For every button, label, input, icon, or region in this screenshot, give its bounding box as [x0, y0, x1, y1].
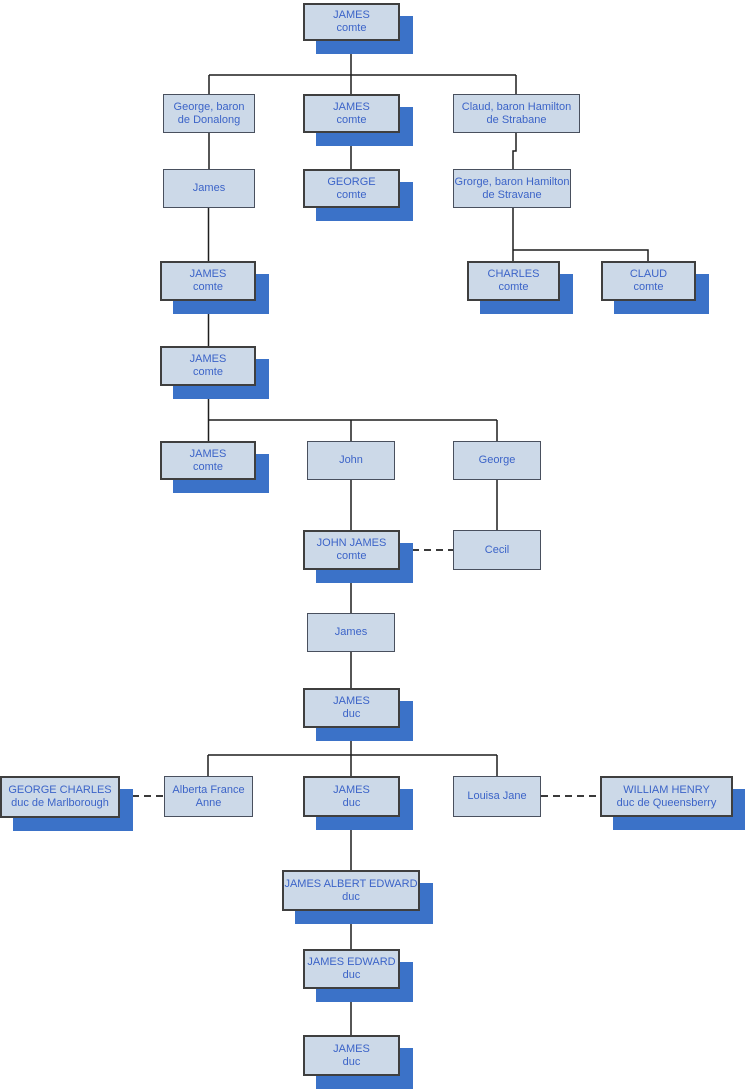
person-name: JAMES ALBERT EDWARD: [284, 877, 418, 890]
person-node-james-1[interactable]: James: [163, 169, 255, 208]
person-title: duc: [342, 890, 360, 903]
person-title: duc: [342, 796, 361, 809]
person-node-james-comte-3[interactable]: JAMES comte: [160, 261, 256, 301]
person-name: CLAUD: [629, 268, 668, 280]
person-node-alberta-france-anne[interactable]: Alberta France Anne: [164, 776, 253, 817]
person-node-james-2[interactable]: James: [307, 613, 395, 652]
person-title: de Donalong: [177, 113, 241, 126]
person-name: JOHN JAMES: [316, 537, 387, 549]
person-node-george-baron-donalong[interactable]: George, baron de Donalong: [163, 94, 255, 133]
person-name: CHARLES: [487, 268, 540, 280]
person-name: JAMES: [189, 447, 227, 460]
person-title: duc: [342, 1055, 361, 1068]
person-node-james-albert-edward-duc[interactable]: JAMES ALBERT EDWARD duc: [282, 870, 420, 911]
person-title: Anne: [195, 796, 222, 809]
person-name: Cecil: [484, 543, 510, 556]
person-name: JAMES EDWARD: [307, 956, 396, 968]
connector-line: [207, 301, 498, 441]
person-title: comte: [193, 281, 223, 293]
person-name: JAMES: [333, 783, 370, 796]
person-node-james-duc-1[interactable]: JAMES duc: [303, 688, 400, 728]
person-node-john[interactable]: John: [307, 441, 395, 480]
person-node-james-duc-2[interactable]: JAMES duc: [303, 776, 400, 817]
person-node-louisa-jane[interactable]: Louisa Jane: [453, 776, 541, 817]
person-name: Claud, baron Hamilton: [461, 100, 572, 113]
person-name: JAMES: [333, 695, 370, 707]
person-name: Grorge, baron Hamilton: [454, 175, 570, 188]
person-node-james-edward-duc[interactable]: JAMES EDWARD duc: [303, 949, 400, 989]
person-node-james-comte-4[interactable]: JAMES comte: [160, 346, 256, 386]
person-name: JAMES: [333, 1042, 370, 1055]
person-name: James: [192, 182, 226, 194]
person-node-cecil[interactable]: Cecil: [453, 530, 541, 570]
person-title: comte: [336, 113, 367, 126]
person-name: GEORGE: [327, 175, 376, 188]
connector-line: [350, 480, 498, 688]
person-node-grorge-baron-stravane[interactable]: Grorge, baron Hamilton de Stravane: [453, 169, 571, 208]
person-node-claud-comte[interactable]: CLAUD comte: [601, 261, 696, 301]
person-name: JAMES: [333, 9, 370, 21]
person-node-george-charles-marlborough[interactable]: GEORGE CHARLES duc de Marlborough: [0, 776, 120, 818]
person-title: de Stravane: [482, 188, 542, 201]
person-node-james-comte-2[interactable]: JAMES comte: [303, 94, 400, 133]
person-name: James: [334, 626, 368, 638]
connector-line: [208, 41, 517, 94]
person-node-john-james-comte[interactable]: JOHN JAMES comte: [303, 530, 400, 570]
person-node-william-henry-queensberry[interactable]: WILLIAM HENRY duc de Queensberry: [600, 776, 733, 817]
person-name: WILLIAM HENRY: [623, 783, 710, 796]
person-node-james-comte-5[interactable]: JAMES comte: [160, 441, 256, 480]
person-title: duc: [342, 708, 361, 720]
person-name: George: [478, 454, 516, 466]
person-name: JAMES: [189, 353, 227, 365]
person-title: duc de Queensberry: [616, 796, 717, 809]
person-title: comte: [633, 281, 664, 293]
connector-line: [208, 133, 517, 169]
person-title: comte: [336, 22, 367, 34]
person-title: comte: [336, 550, 367, 562]
person-node-claud-baron-strabane[interactable]: Claud, baron Hamilton de Strabane: [453, 94, 580, 133]
person-node-george[interactable]: George: [453, 441, 541, 480]
person-title: comte: [498, 281, 529, 293]
person-name: GEORGE CHARLES: [8, 784, 112, 796]
person-title: de Strabane: [486, 113, 547, 126]
person-title: duc de Marlborough: [11, 797, 109, 809]
person-name: John: [339, 454, 363, 466]
connector-line: [207, 208, 649, 261]
person-title: comte: [193, 460, 223, 473]
person-title: comte: [336, 188, 367, 201]
person-name: Alberta France: [172, 783, 245, 796]
person-title: duc: [342, 969, 361, 981]
person-name: Louisa Jane: [467, 790, 527, 802]
person-node-george-comte[interactable]: GEORGE comte: [303, 169, 400, 208]
person-title: comte: [193, 366, 223, 378]
person-name: George, baron: [173, 100, 245, 113]
person-node-charles-comte[interactable]: CHARLES comte: [467, 261, 560, 301]
connector-line: [207, 728, 498, 776]
person-name: JAMES: [189, 268, 227, 280]
person-node-james-comte-1[interactable]: JAMES comte: [303, 3, 400, 41]
person-name: JAMES: [333, 100, 370, 113]
person-node-james-duc-3[interactable]: JAMES duc: [303, 1035, 400, 1076]
